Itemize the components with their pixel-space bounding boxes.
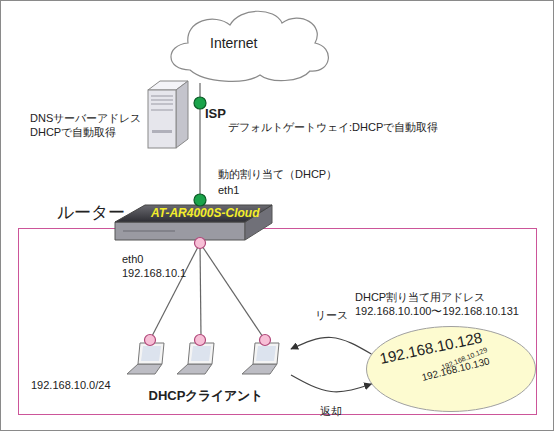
server-drive xyxy=(152,130,172,133)
wan-port-dot xyxy=(194,194,206,206)
subnet-label: 192.168.10.0/24 xyxy=(31,379,111,392)
server-symbol xyxy=(148,81,188,148)
note-text: DHCP割り当て用アドレス xyxy=(355,291,485,304)
internet-cloud: Internet xyxy=(160,5,335,83)
cloud-label: Internet xyxy=(210,35,257,52)
server-top xyxy=(148,81,188,90)
router-front xyxy=(115,222,245,240)
address-label: 192.168.10.1 xyxy=(122,267,186,280)
lease-arrow xyxy=(291,337,371,354)
laptop-screen xyxy=(253,343,279,364)
isp-port-dot xyxy=(194,97,206,109)
client-group: DHCPクライアント xyxy=(121,337,291,405)
laptop-keyboard xyxy=(177,364,212,374)
edge-label: 返却 xyxy=(320,405,342,418)
pool-ellipse xyxy=(367,327,536,412)
server-slot xyxy=(151,100,173,101)
server-slot xyxy=(151,104,173,105)
interface-label: eth0 xyxy=(122,253,143,266)
laptop-screen xyxy=(188,343,214,364)
note-text: デフォルトゲートウェイ:DHCPで自動取得 xyxy=(228,121,438,134)
laptop-display xyxy=(191,346,211,361)
edge-label: リース xyxy=(315,309,348,322)
server-side xyxy=(176,81,188,148)
client-label: DHCPクライアント xyxy=(121,388,291,404)
laptop-screen xyxy=(138,343,164,364)
laptop-display xyxy=(141,346,161,361)
lan-line xyxy=(200,243,201,337)
wan-line xyxy=(199,83,200,200)
router-heading: ルーター xyxy=(57,203,125,223)
cloud-shape xyxy=(171,11,328,81)
lan-band: 192.168.10.0/24DHCPクライアント 192.168.10.1281… xyxy=(18,228,537,415)
server-slot xyxy=(151,96,173,97)
laptop-keyboard xyxy=(242,364,277,374)
interface-label: eth1 xyxy=(218,184,239,197)
laptop-display xyxy=(256,346,276,361)
address-range: 192.168.10.100〜192.168.10.131 xyxy=(355,305,519,318)
router-model: AT-AR4000S-Cloud xyxy=(151,206,259,220)
note-text: 動的割り当て（DHCP） xyxy=(218,168,337,181)
router-ports xyxy=(123,231,175,232)
laptop-keyboard xyxy=(127,364,162,374)
address-pool-ellipse: 192.168.10.128192.168.10.129192.168.10.1… xyxy=(366,326,536,412)
note-text: DHCPで自動取得 xyxy=(30,126,116,139)
return-arrow xyxy=(291,375,371,392)
server-slot xyxy=(151,110,173,111)
router-top xyxy=(115,205,272,222)
note-text: DNSサーバーアドレス xyxy=(30,112,141,125)
lan-wire xyxy=(200,243,265,340)
router-box: ルーターAT-AR4000S-Cloud xyxy=(115,200,275,243)
isp-label: ISP xyxy=(205,106,226,122)
server-front xyxy=(148,90,176,148)
lan-wire xyxy=(150,243,200,340)
